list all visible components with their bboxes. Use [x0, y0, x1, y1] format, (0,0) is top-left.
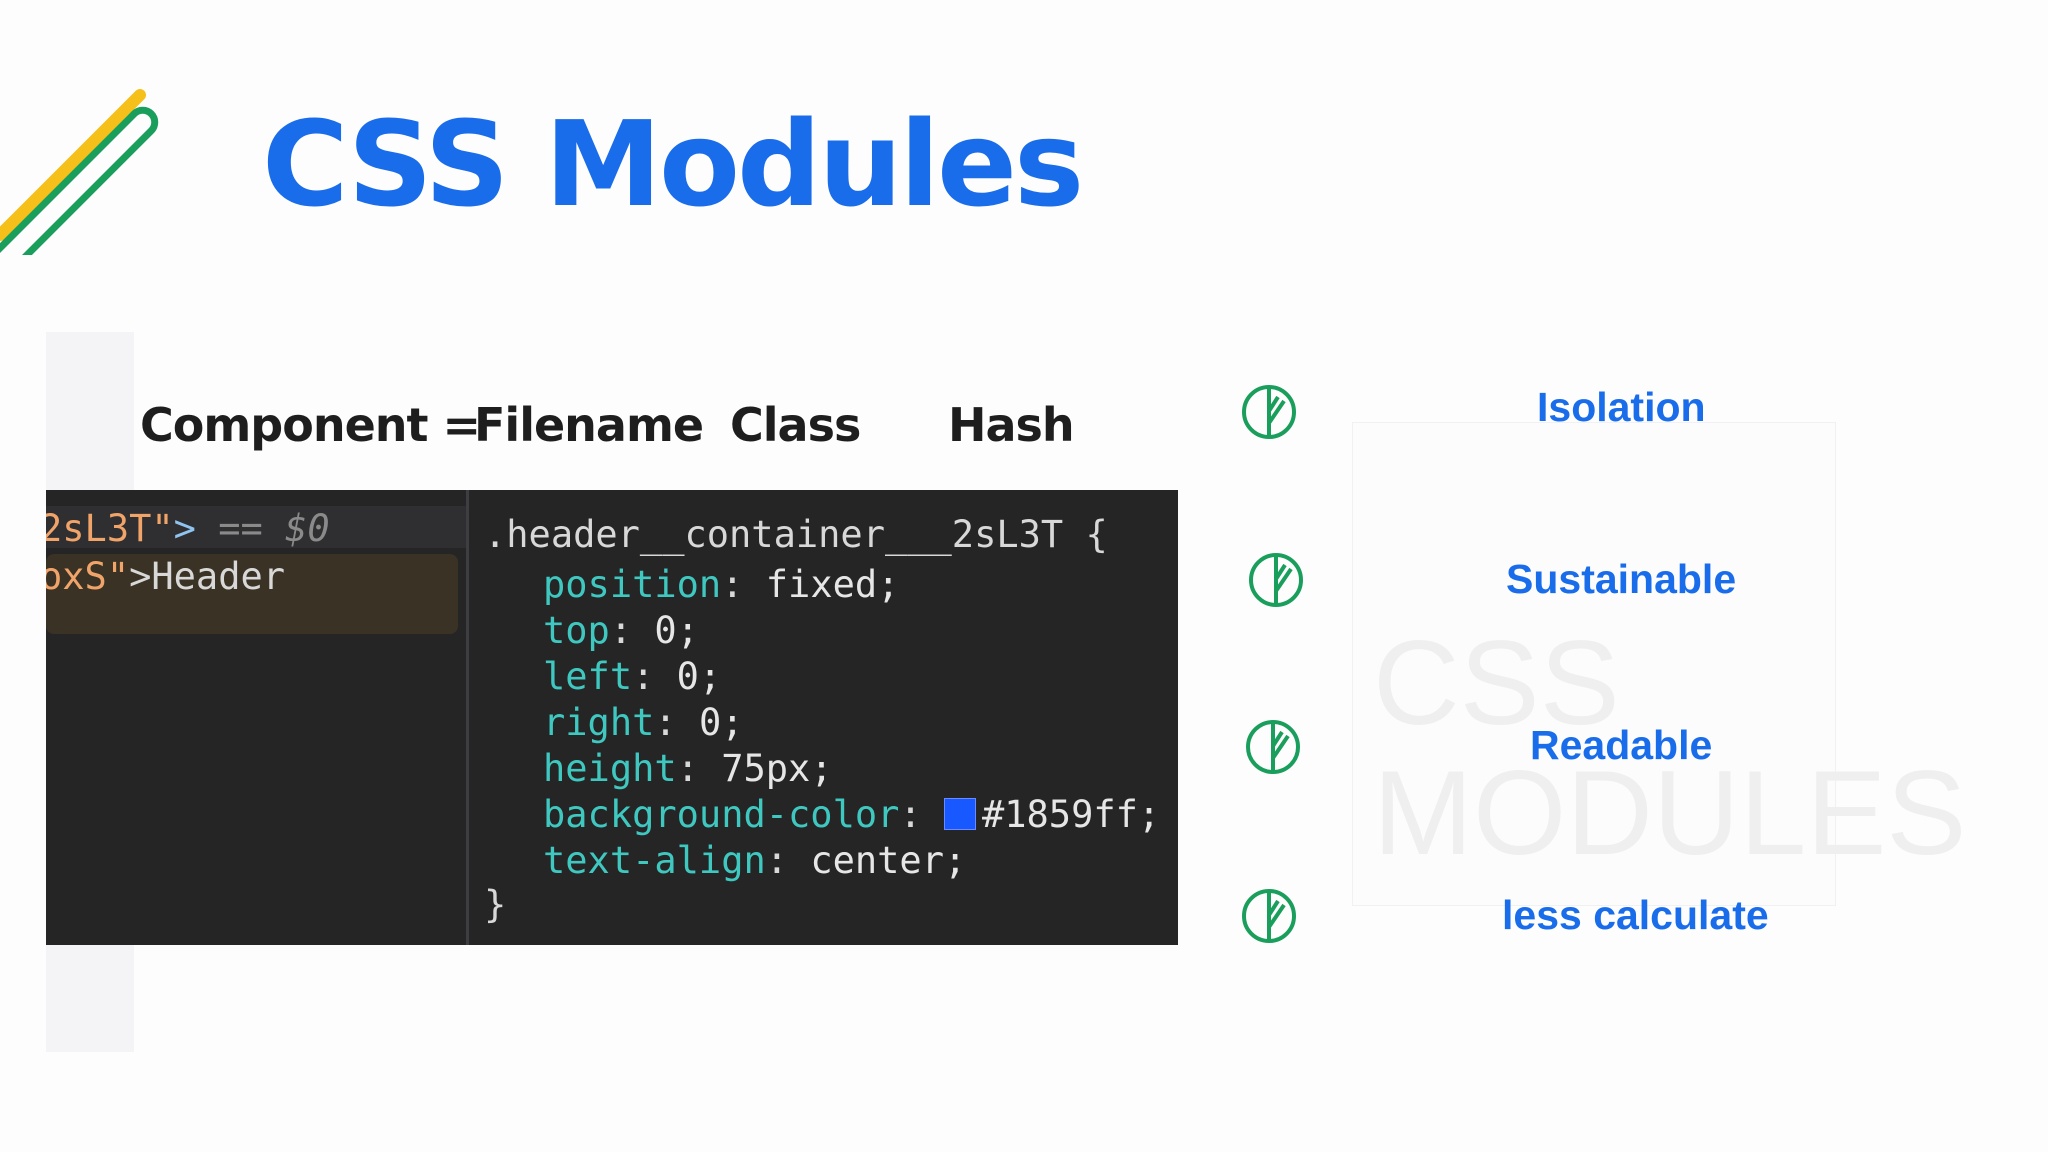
css-declaration[interactable]: background-color: #1859ff;: [543, 793, 1161, 836]
css-declaration[interactable]: text-align: center;: [543, 839, 967, 882]
feature-isolation: Isolation: [1537, 384, 1706, 430]
css-property: right: [543, 701, 655, 744]
dom-line-1[interactable]: 2sL3T"> == $0: [46, 510, 330, 547]
css-value: 0;: [654, 655, 722, 698]
decorative-stripes-icon: [0, 89, 159, 255]
css-value: 75px;: [698, 747, 833, 790]
leaf-icon: [1246, 720, 1300, 774]
watermark-line-1: CSS: [1373, 616, 1620, 750]
css-property: top: [543, 609, 610, 652]
dom-attr-value-2: oxS": [46, 555, 130, 598]
css-modules-watermark: CSS MODULES: [1352, 422, 1966, 906]
page-title: CSS Modules: [262, 95, 1084, 233]
css-property: position: [543, 563, 722, 606]
css-value: 0;: [676, 701, 744, 744]
component-label: Component =: [140, 398, 481, 452]
leaf-icon: [1242, 889, 1296, 943]
dom-row-selected: [46, 554, 458, 634]
css-value: center;: [788, 839, 967, 882]
dom-line-2[interactable]: oxS">Header: [46, 558, 285, 595]
css-value: 0;: [632, 609, 699, 652]
dom-attr-value-1: 2sL3T": [46, 507, 174, 550]
css-declaration[interactable]: height: 75px;: [543, 747, 833, 790]
hash-label: Hash: [948, 398, 1075, 452]
css-declaration[interactable]: left: 0;: [543, 655, 722, 698]
css-property: background-color: [543, 793, 900, 836]
feature-less-calculate: less calculate: [1502, 892, 1769, 938]
color-swatch[interactable]: [943, 798, 976, 830]
devtools-code-panel: 2sL3T"> == $0 oxS">Header .header__conta…: [46, 490, 1178, 945]
css-selector[interactable]: .header__container___2sL3T {: [484, 513, 1108, 556]
feature-readable: Readable: [1530, 722, 1713, 768]
css-closing-brace: }: [484, 883, 507, 926]
dom-row-highlight: [46, 506, 466, 548]
css-property: left: [543, 655, 633, 698]
css-property: height: [543, 747, 677, 790]
css-declaration[interactable]: right: 0;: [543, 701, 744, 744]
dom-text-2: >Header: [129, 555, 286, 598]
filename-label: Filename: [474, 398, 704, 452]
css-declaration[interactable]: position: fixed;: [543, 563, 900, 606]
panel-divider[interactable]: [466, 490, 469, 945]
css-value: fixed;: [743, 563, 900, 606]
leaf-icon: [1249, 553, 1303, 607]
dom-tag-close-1: >: [173, 507, 196, 550]
css-declaration[interactable]: top: 0;: [543, 609, 699, 652]
class-label: Class: [730, 398, 861, 452]
feature-sustainable: Sustainable: [1506, 556, 1737, 602]
css-property: text-align: [543, 839, 766, 882]
watermark-line-2: MODULES: [1373, 746, 1967, 880]
css-value: #1859ff;: [981, 793, 1161, 836]
dom-selected-marker: == $0: [195, 507, 330, 550]
leaf-icon: [1242, 385, 1296, 439]
